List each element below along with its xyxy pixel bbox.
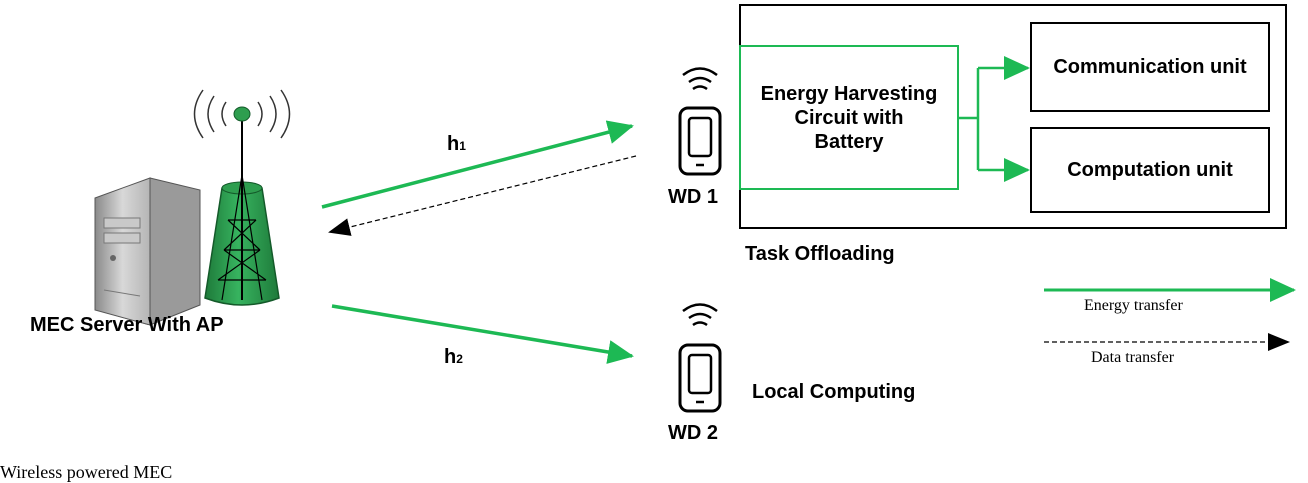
access-point-tower-icon <box>193 89 291 306</box>
wd2-phone-icon <box>678 303 722 413</box>
legend-data-label: Data transfer <box>1091 349 1175 366</box>
energy-circuit-label: Energy Harvesting Circuit with Battery <box>760 83 938 153</box>
channel-h1-label: h1 <box>447 133 466 156</box>
energy-arrow-h1 <box>321 120 634 209</box>
wd1-label: WD 1 <box>668 186 718 208</box>
data-arrow-wd1 <box>328 155 637 236</box>
channel-h2-label: h2 <box>444 346 463 369</box>
communication-unit-box: Communication unit <box>1030 22 1270 112</box>
branch-connector <box>958 68 980 170</box>
communication-unit-label: Communication unit <box>1053 56 1247 78</box>
channel-h2-sub: 2 <box>456 352 463 366</box>
channel-h2-base: h <box>444 346 457 368</box>
computation-unit-label: Computation unit <box>1067 158 1233 181</box>
wd2-label: WD 2 <box>668 422 718 444</box>
figure-caption: Wireless powered MEC <box>0 462 173 482</box>
task-offloading-caption: Task Offloading <box>745 243 895 265</box>
server-label: MEC Server With AP <box>30 314 224 336</box>
channel-h1-base: h <box>447 133 460 155</box>
wd1-phone-icon <box>678 67 722 176</box>
legend-energy-label: Energy transfer <box>1084 297 1183 314</box>
computation-unit-box: Computation unit <box>1030 127 1270 213</box>
local-computing-caption: Local Computing <box>752 381 916 403</box>
energy-arrow-h2 <box>331 304 634 364</box>
energy-circuit-text-wrap: Energy Harvesting Circuit with Battery <box>760 66 938 170</box>
channel-h1-sub: 1 <box>459 139 466 153</box>
server-computer-icon <box>94 177 201 326</box>
